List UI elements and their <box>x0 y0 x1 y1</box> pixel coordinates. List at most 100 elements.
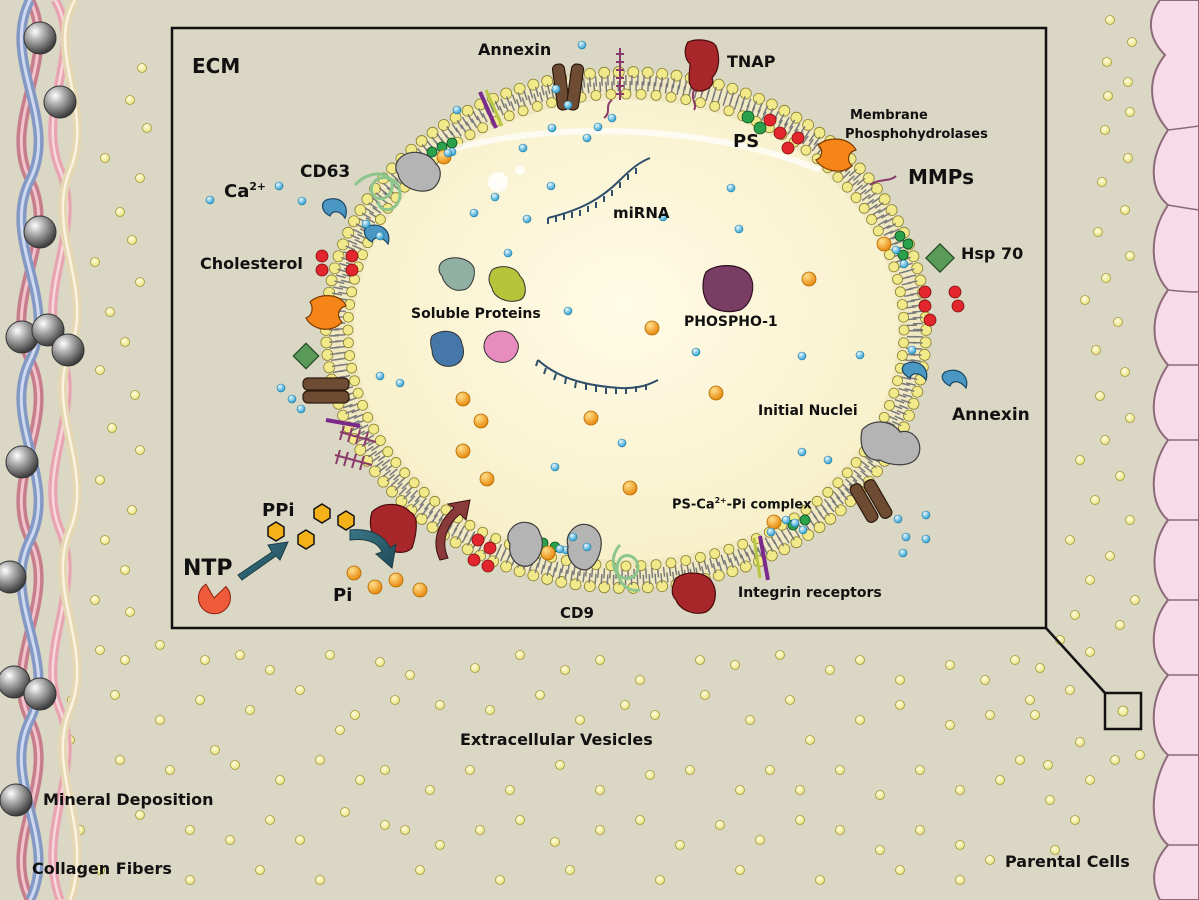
cd63-label: CD63 <box>300 162 351 182</box>
calcium-ion <box>607 113 617 123</box>
tnap-stalks <box>603 89 697 119</box>
extracellular-vesicle-dot <box>1015 755 1025 765</box>
calcium-ion <box>297 196 307 206</box>
extracellular-vesicle-dot <box>120 655 130 665</box>
extracellular-vesicle-dot <box>765 765 775 775</box>
extracellular-vesicle-dot <box>275 775 285 785</box>
extracellular-vesicle-dot <box>915 765 925 775</box>
lipid-head <box>344 299 356 310</box>
lipid-head <box>527 569 540 582</box>
calcium-label: Ca2+ <box>224 180 266 202</box>
pi-label: Pi <box>333 585 353 606</box>
extracellular-vesicle-dot <box>335 725 345 735</box>
lipid-head <box>346 286 358 298</box>
calcium-ion <box>205 195 215 205</box>
calcium-ion <box>797 447 807 457</box>
extracellular-vesicle-dot <box>805 735 815 745</box>
ecm-label: ECM <box>192 54 241 78</box>
extracellular-vesicle-dot <box>425 785 435 795</box>
lipid-head <box>332 250 345 263</box>
lipid-head <box>342 324 354 336</box>
lipid-head <box>464 129 476 141</box>
lipid-head <box>841 181 853 193</box>
lipid-head <box>694 551 706 563</box>
extracellular-vesicle-dot <box>1030 710 1040 720</box>
calcium-ion <box>563 306 573 316</box>
extracellular-vesicle-dot <box>835 765 845 775</box>
extracellular-vesicle-dot <box>1090 495 1100 505</box>
membrane-ion-clusters <box>436 147 909 561</box>
lipid-head <box>884 249 895 261</box>
lipid-head <box>590 89 602 101</box>
lipid-head <box>723 543 735 555</box>
tetraspanins <box>353 172 641 592</box>
lipid-head <box>858 202 870 214</box>
lipid-head <box>680 94 692 105</box>
lipid-head <box>357 249 368 261</box>
extracellular-vesicle-dot <box>235 650 245 660</box>
lipid-head <box>641 66 654 79</box>
extracellular-vesicle-dot <box>1085 575 1095 585</box>
lipid-head <box>426 521 439 534</box>
lipid-head <box>374 435 386 446</box>
extracellular-vesicle-dot <box>685 765 695 775</box>
lipid-head <box>778 543 791 556</box>
calcium-ion <box>469 208 479 218</box>
extracellular-vesicle-dot <box>135 277 145 287</box>
extracellular-vesicle-dot <box>315 755 325 765</box>
calcium-ion <box>375 231 385 241</box>
extracellular-vesicle-dot <box>225 835 235 845</box>
extracellular-vesicle-dot <box>127 505 137 515</box>
lipid-head <box>320 336 333 349</box>
extracellular-vesicle-dot <box>555 760 565 770</box>
extracellular-vesicle-dot <box>620 700 630 710</box>
extracellular-vesicle-dot <box>245 705 255 715</box>
extracellular-vesicle-dot <box>895 865 905 875</box>
extracellular-vesicle-dot <box>1043 760 1053 770</box>
calcium-ion <box>582 542 592 552</box>
extracellular-vesicle-dot <box>635 815 645 825</box>
calcium-ion <box>375 371 385 381</box>
calcium-ion <box>577 40 587 50</box>
calcium-ion <box>547 123 557 133</box>
lipid-head <box>854 162 866 175</box>
extracellular-vesicle-dot <box>645 770 655 780</box>
extracellular-vesicle-dot <box>155 640 165 650</box>
soluble-proteins-label: Soluble Proteins <box>411 306 541 322</box>
extracellular-vesicle-dot <box>95 865 105 875</box>
lipid-head <box>408 477 420 489</box>
lipid-head <box>627 66 640 78</box>
calcium-ion <box>518 143 528 153</box>
extracellular-vesicle-dot <box>1065 535 1075 545</box>
lipid-head <box>878 411 890 423</box>
extracellular-vesicle-dot <box>1125 107 1135 117</box>
extracellular-vesicle-dot <box>755 835 765 845</box>
calcium-ion <box>893 514 903 524</box>
extracellular-vesicle-dot <box>380 820 390 830</box>
extracellular-vesicle-dot <box>1105 551 1115 561</box>
lipid-head <box>813 521 826 534</box>
extracellular-vesicle-dot <box>560 665 570 675</box>
extracellular-vesicle-dot <box>550 837 560 847</box>
extracellular-vesicle-dot <box>405 670 415 680</box>
integrin-receptors <box>325 89 770 581</box>
membrane-label-line1: Membrane <box>850 108 928 123</box>
extracellular-vesicle-dot <box>575 715 585 725</box>
mirna-label: miRNA <box>613 204 670 222</box>
calcium-ion <box>855 350 865 360</box>
extracellular-vesicle-dot <box>695 655 705 665</box>
extracellular-vesicle-dot <box>470 663 480 673</box>
extracellular-vesicle-dot <box>980 675 990 685</box>
lipid-head <box>354 443 367 456</box>
lipid-head <box>390 457 402 468</box>
extracellular-vesicle-dot <box>210 745 220 755</box>
extracellular-vesicle-dot <box>785 695 795 705</box>
lipid-head <box>712 78 725 91</box>
extracellular-vesicle-dot <box>1123 77 1133 87</box>
lipid-head <box>555 576 568 588</box>
mmp-helices <box>334 48 897 471</box>
extracellular-vesicle-dot <box>1100 435 1110 445</box>
lipid-head <box>739 87 752 100</box>
phosphate-sphere <box>455 443 471 459</box>
extracellular-vesicle-dot <box>390 695 400 705</box>
